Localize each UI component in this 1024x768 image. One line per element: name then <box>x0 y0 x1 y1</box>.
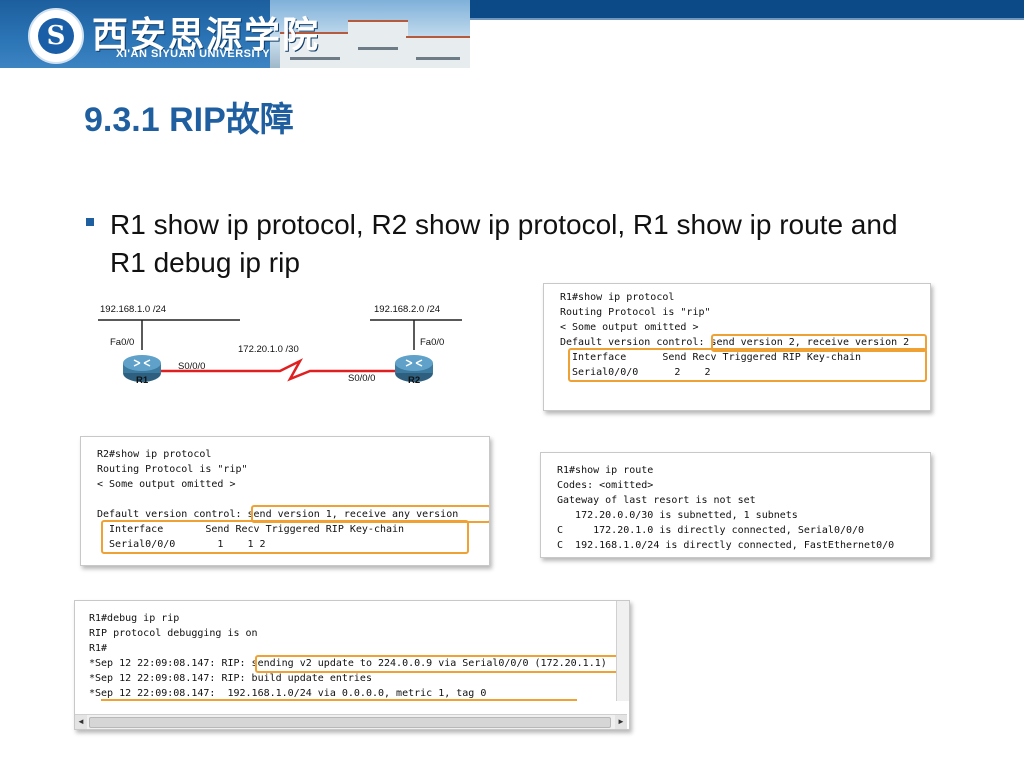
bullet-text: R1 show ip protocol, R2 show ip protocol… <box>110 209 898 278</box>
terminal-line: 172.20.0.0/30 is subnetted, 1 subnets <box>557 510 798 521</box>
router-r1-icon <box>122 351 162 383</box>
network-topology: 192.168.1.0 /24 192.168.2.0 /24 Fa0/0 Fa… <box>90 295 468 405</box>
r1-protocol-output: R1#show ip protocol Routing Protocol is … <box>543 283 931 411</box>
terminal-line: C 192.168.1.0/24 is directly connected, … <box>557 540 895 551</box>
r1-serial-label: S0/0/0 <box>178 361 206 372</box>
window-row <box>290 57 340 60</box>
terminal-line: *Sep 12 22:09:08.147: 192.168.1.0/24 via… <box>89 688 487 699</box>
terminal-line: R1#show ip protocol <box>560 292 675 303</box>
school-name-cn: 西安思源学院 <box>92 14 321 56</box>
r2-fa-label: Fa0/0 <box>420 337 445 348</box>
terminal-line: Routing Protocol is "rip" <box>560 307 711 318</box>
terminal-line: Interface Send Recv Triggered RIP Key-ch… <box>560 352 862 363</box>
terminal-line: *Sep 12 22:09:08.147: RIP: sending v2 up… <box>89 658 607 669</box>
terminal-line: R1# <box>89 643 108 654</box>
r1-debug-output: R1#debug ip rip RIP protocol debugging i… <box>74 600 630 730</box>
terminal-line: < Some output omitted > <box>560 322 699 333</box>
bullet-square-icon <box>86 218 94 226</box>
highlight-version <box>251 505 489 523</box>
topology-lines <box>98 319 462 382</box>
terminal-line: < Some output omitted > <box>97 479 236 490</box>
router-r1-label: R1 <box>136 375 149 386</box>
scroll-thumb[interactable] <box>89 717 611 728</box>
terminal-line: C 172.20.1.0 is directly connected, Seri… <box>557 525 865 536</box>
school-name-en: XI'AN SIYUAN UNIVERSITY <box>116 48 271 60</box>
terminal-line: Gateway of last resort is not set <box>557 495 756 506</box>
terminal-line: Default version control: send version 1,… <box>97 509 459 520</box>
router-r2-icon <box>394 351 434 383</box>
vertical-scrollbar[interactable] <box>616 601 629 701</box>
terminal-line: Serial0/0/0 1 1 2 <box>97 539 266 550</box>
serial-link <box>160 358 396 382</box>
r2-serial-label: S0/0/0 <box>348 373 376 384</box>
r2-network-label: 192.168.2.0 /24 <box>374 304 441 315</box>
slide-title: 9.3.1 RIP故障 <box>84 101 294 139</box>
building-shape <box>348 20 408 68</box>
highlight-update <box>255 655 627 673</box>
school-logo: S <box>28 8 84 64</box>
r1-route-output: R1#show ip route Codes: <omitted> Gatewa… <box>540 452 931 558</box>
horizontal-scrollbar[interactable]: ◄ ► <box>75 714 627 729</box>
terminal-line: Serial0/0/0 2 2 <box>560 367 711 378</box>
header-bar-line <box>470 18 1024 20</box>
window-row <box>416 57 460 60</box>
terminal-line: Routing Protocol is "rip" <box>97 464 248 475</box>
router-r2-label: R2 <box>408 375 421 386</box>
building-shape <box>280 32 350 68</box>
header-bar <box>470 0 1024 18</box>
banner-photo <box>270 0 470 68</box>
building-shape <box>406 36 470 68</box>
scroll-left-arrow-icon[interactable]: ◄ <box>75 715 87 729</box>
r2-protocol-output: R2#show ip protocol Routing Protocol is … <box>80 436 490 566</box>
terminal-line: Default version control: send version 2,… <box>560 337 910 348</box>
terminal-line: Interface Send Recv Triggered RIP Key-ch… <box>97 524 405 535</box>
header-banner: S 西安思源学院 XI'AN SIYUAN UNIVERSITY <box>0 0 470 68</box>
terminal-line: *Sep 12 22:09:08.147: RIP: build update … <box>89 673 372 684</box>
highlight-version <box>711 334 927 352</box>
highlight-interface-table <box>568 348 927 382</box>
r1-network-label: 192.168.1.0 /24 <box>100 304 167 315</box>
highlight-interface-table <box>101 520 469 554</box>
terminal-line: Codes: <omitted> <box>557 480 654 491</box>
terminal-line: RIP protocol debugging is on <box>89 628 258 639</box>
window-row <box>358 47 398 50</box>
scroll-right-arrow-icon[interactable]: ► <box>615 715 627 729</box>
terminal-line: R1#show ip route <box>557 465 654 476</box>
r1-fa-label: Fa0/0 <box>110 337 135 348</box>
highlight-underline <box>101 697 577 701</box>
terminal-line: R1#debug ip rip <box>89 613 180 624</box>
terminal-line: R2#show ip protocol <box>97 449 212 460</box>
link-network-label: 172.20.1.0 /30 <box>238 344 299 355</box>
